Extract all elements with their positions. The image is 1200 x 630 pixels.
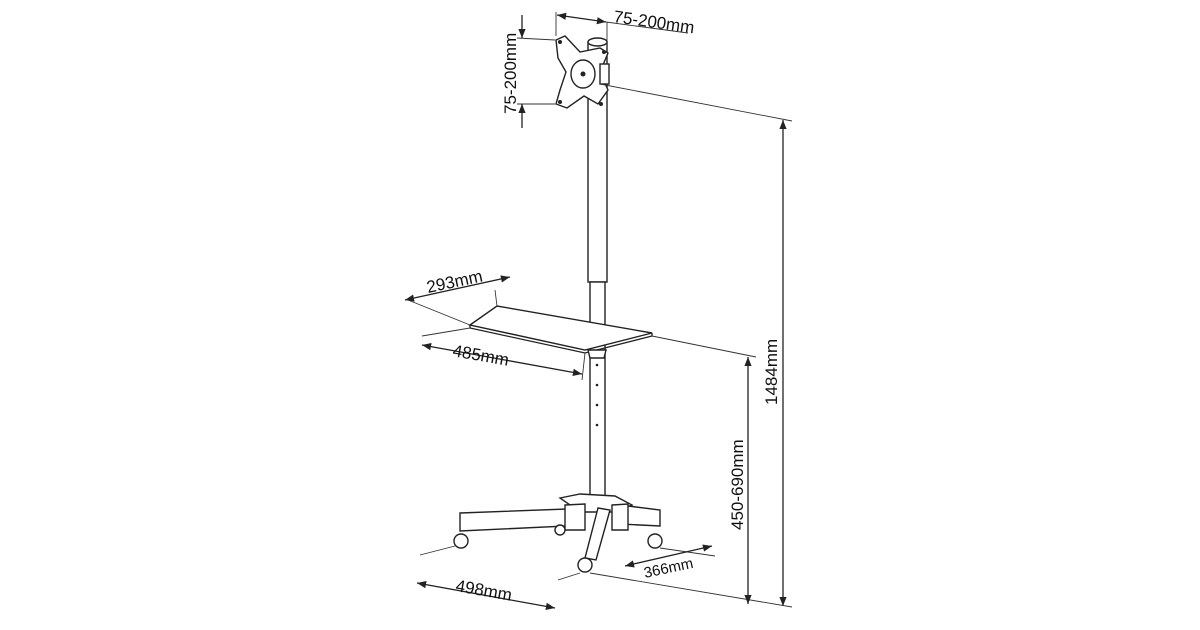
shelf-height-label: 450-690mm — [728, 439, 747, 530]
pole — [587, 37, 608, 505]
vesa-plate — [555, 35, 610, 109]
vesa-width-label: 75-200mm — [612, 7, 695, 37]
dimension-lines — [404, 12, 793, 610]
vesa-height-label: 75-200mm — [501, 33, 520, 114]
base-depth-label: 366mm — [642, 555, 694, 582]
shelf-depth-label: 293mm — [425, 267, 484, 297]
base-width-label: 498mm — [454, 576, 513, 605]
total-height-label: 1484mm — [762, 339, 781, 405]
base — [453, 493, 663, 573]
shelf-width-label: 485mm — [451, 341, 510, 370]
